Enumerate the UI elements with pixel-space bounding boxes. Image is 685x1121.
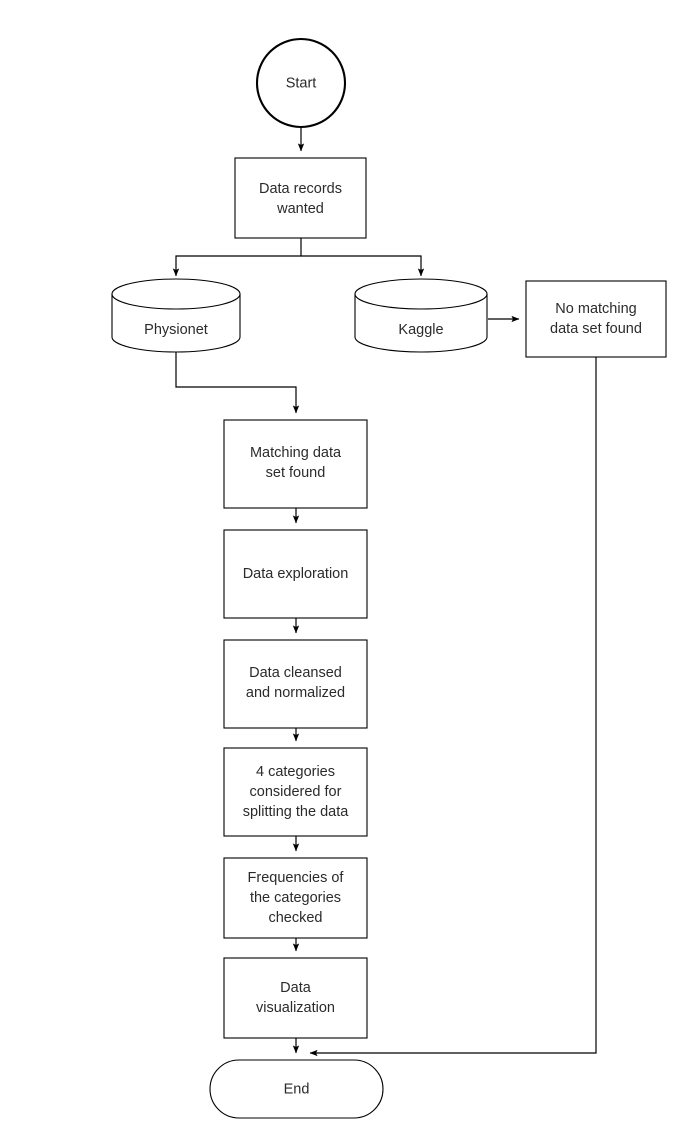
node-start[interactable]: Start	[255, 37, 347, 129]
data-exploration-label: Data exploration	[243, 566, 349, 582]
node-data-visualization[interactable]: Data visualization	[223, 957, 368, 1039]
kaggle-label: Kaggle	[398, 322, 443, 338]
node-four-categories[interactable]: 4 categories considered for splitting th…	[223, 747, 368, 837]
node-physionet[interactable]: Physionet	[111, 278, 241, 353]
frequencies-box	[223, 857, 368, 939]
node-frequencies[interactable]: Frequencies of the categories checked	[223, 857, 368, 939]
edge-no-matching-to-end	[309, 357, 597, 1057]
physionet-cylinder-top	[111, 278, 241, 310]
data-cleansed-label-line2: and normalized	[246, 685, 345, 701]
data-records-wanted-box	[234, 157, 367, 239]
node-data-exploration[interactable]: Data exploration	[223, 529, 368, 619]
data-records-wanted-label-line1: Data records	[259, 181, 342, 197]
kaggle-cylinder-body	[354, 293, 488, 353]
no-matching-box	[525, 280, 667, 358]
end-label: End	[284, 1081, 310, 1097]
matching-found-label-line2: set found	[266, 465, 326, 481]
edge-data-records-to-kaggle	[301, 255, 425, 277]
node-data-cleansed[interactable]: Data cleansed and normalized	[223, 639, 368, 729]
node-end[interactable]: End	[209, 1059, 384, 1119]
edge-data-records-to-physionet	[172, 238, 302, 277]
matching-found-box	[223, 419, 368, 509]
frequencies-label-line2: the categories	[250, 890, 341, 906]
no-matching-label-line1: No matching	[555, 301, 636, 317]
no-matching-label-line2: data set found	[550, 321, 642, 337]
data-records-wanted-label-line2: wanted	[276, 201, 324, 217]
data-visualization-label-line2: visualization	[256, 1000, 335, 1016]
data-exploration-box	[223, 529, 368, 619]
data-visualization-label-line1: Data	[280, 980, 312, 996]
four-categories-label-line2: considered for	[250, 784, 342, 800]
node-matching-found[interactable]: Matching data set found	[223, 419, 368, 509]
connector-layer	[172, 122, 597, 1057]
node-kaggle[interactable]: Kaggle	[354, 278, 488, 353]
frequencies-label-line1: Frequencies of	[248, 870, 345, 886]
node-data-records-wanted[interactable]: Data records wanted	[234, 157, 367, 239]
physionet-cylinder-body	[111, 293, 241, 353]
edge-physionet-to-matching-found	[175, 350, 300, 414]
data-visualization-box	[223, 957, 368, 1039]
start-label: Start	[286, 75, 317, 91]
kaggle-cylinder-top	[354, 278, 488, 310]
end-stadium	[209, 1059, 384, 1119]
node-no-matching[interactable]: No matching data set found	[525, 280, 667, 358]
four-categories-label-line3: splitting the data	[243, 804, 350, 820]
matching-found-label-line1: Matching data	[250, 445, 342, 461]
four-categories-box	[223, 747, 368, 837]
physionet-label: Physionet	[144, 322, 208, 338]
data-cleansed-label-line1: Data cleansed	[249, 665, 342, 681]
data-cleansed-box	[223, 639, 368, 729]
four-categories-label-line1: 4 categories	[256, 764, 335, 780]
frequencies-label-line3: checked	[268, 910, 322, 926]
start-circle	[255, 37, 347, 129]
